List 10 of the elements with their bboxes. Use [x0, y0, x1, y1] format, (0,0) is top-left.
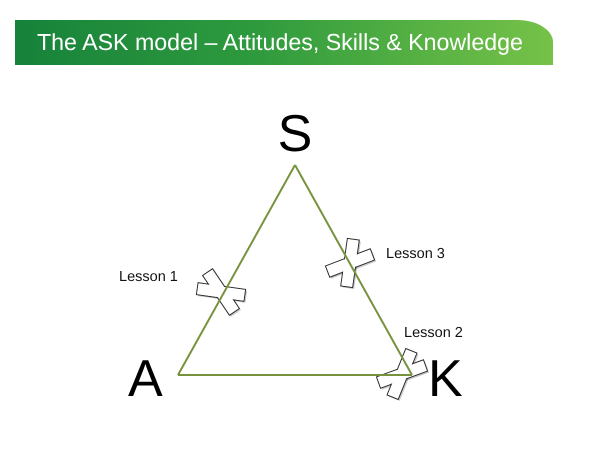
triangle-side: [178, 374, 412, 376]
vertex-letter: A: [128, 353, 178, 405]
triangle-side: [294, 164, 413, 376]
triangle-side: [177, 164, 296, 376]
vertex-letter: S: [277, 108, 313, 165]
lesson-label: Lesson 3: [386, 246, 445, 263]
title-banner: The ASK model – Attitudes, Skills & Knowledge: [15, 20, 553, 65]
lesson-label: Lesson 1: [119, 269, 178, 286]
lesson-label: Lesson 2: [404, 325, 463, 342]
vertex-letter: K: [412, 353, 468, 405]
